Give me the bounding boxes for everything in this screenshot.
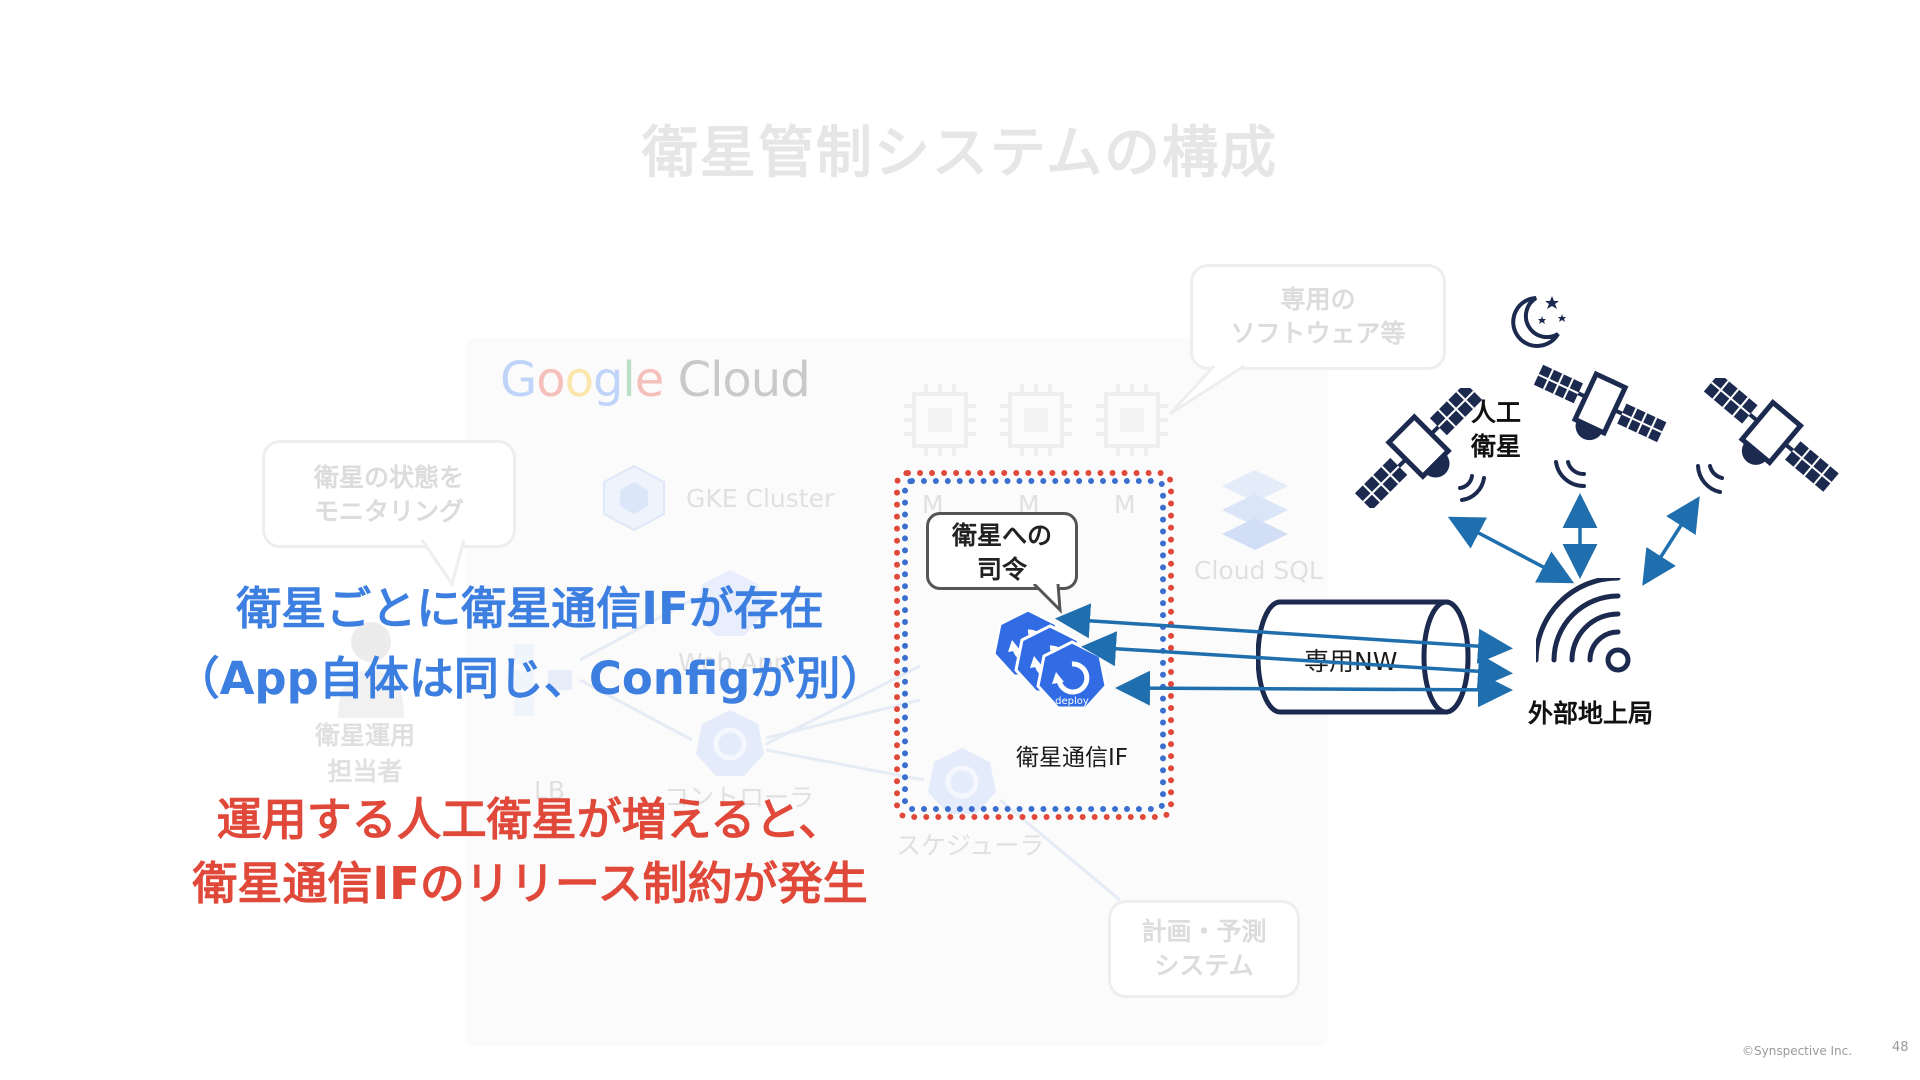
logo-letter: g [592, 352, 623, 408]
operator-line-1: 衛星運用 [314, 721, 415, 750]
monitoring-line-1: 衛星の状態を [313, 463, 464, 492]
logo-letter: l [622, 352, 635, 408]
operator-line-2: 担当者 [327, 757, 403, 786]
copyright: ©Synspective Inc. [1742, 1044, 1853, 1058]
page-number: 48 [1892, 1040, 1909, 1055]
message-red-line-1: 運用する人工衛星が増えると、 [216, 793, 844, 846]
chip-icon [1000, 384, 1072, 456]
cube-icon [603, 464, 665, 532]
link-arrow [1081, 631, 1513, 689]
satellite-icon [1533, 364, 1667, 489]
dedicated-software-bubble: 専用の ソフトウェア等 [1190, 264, 1446, 370]
logo-letter: o [564, 352, 594, 408]
link-arrow [1642, 496, 1700, 586]
deploy-icon [696, 710, 764, 776]
satellite-icon [1354, 388, 1486, 508]
message-red-line-2: 衛星通信IFのリリース制約が発生 [192, 857, 868, 910]
planning-bubble: 計画・予測 システム [1108, 900, 1300, 998]
controller-label: コントローラ [664, 783, 815, 812]
logo-letter: o [536, 352, 565, 408]
database-icon [1222, 470, 1288, 550]
node-label: M [922, 490, 944, 519]
deploy-icon [696, 570, 764, 636]
chip-icon [904, 384, 976, 456]
link-arrow [1447, 516, 1575, 584]
deploy-text: deploy [1055, 696, 1089, 707]
lb-icon [514, 644, 572, 716]
web-app-label: Web App [678, 648, 790, 677]
google-cloud-logo: Google Cloud [500, 352, 811, 408]
command-bubble: 衛星への 司令 [926, 512, 1078, 590]
ground-station-icon [1536, 578, 1631, 673]
cloud-sql-label: Cloud SQL [1194, 556, 1323, 585]
gke-cluster-label: GKE Cluster [686, 484, 835, 513]
link-arrow [1115, 670, 1513, 708]
node-label: M [1018, 490, 1040, 519]
ground-station-label: 外部地上局 [1528, 699, 1654, 728]
monitoring-bubble: 衛星の状態を モニタリング [262, 440, 516, 548]
satellite-icon [1696, 378, 1839, 494]
scheduler-label: スケジューラ [896, 831, 1045, 860]
bubble-tail [420, 539, 466, 588]
logo-letter: e [634, 352, 665, 408]
comm-if-label: 衛星通信IF [1016, 745, 1129, 771]
logo-product: Cloud [677, 352, 811, 408]
dedicated-software-line-1: 専用の [1280, 285, 1356, 314]
satellite-label: 人工 衛星 [1456, 396, 1536, 464]
monitoring-line-2: モニタリング [313, 497, 464, 526]
node-label: M [1114, 490, 1136, 519]
chip-icon [1096, 384, 1168, 456]
deploy-icon [928, 748, 996, 814]
slide-title: 衛星管制システムの構成 [641, 121, 1279, 186]
dedicated-software-line-2: ソフトウェア等 [1230, 319, 1406, 348]
lb-label: LB [534, 776, 566, 805]
command-line-2: 司令 [976, 555, 1027, 584]
message-blue-line-2: （App自体は同じ、Configが別） [174, 652, 886, 705]
person-icon [338, 622, 404, 718]
planning-line-1: 計画・予測 [1141, 917, 1267, 946]
satellite-line-2: 衛星 [1470, 432, 1521, 461]
planning-line-2: システム [1154, 951, 1254, 980]
bubble-tail [1168, 364, 1245, 416]
logo-letter: G [500, 352, 537, 408]
moon-icon [1511, 296, 1566, 348]
satellite-line-1: 人工 [1470, 398, 1521, 427]
message-blue-line-1: 衛星ごとに衛星通信IFが存在 [236, 582, 824, 635]
link-arrow [1055, 603, 1513, 664]
operator-label: 衛星運用 担当者 [290, 718, 440, 790]
command-line-1: 衛星への [951, 521, 1052, 550]
